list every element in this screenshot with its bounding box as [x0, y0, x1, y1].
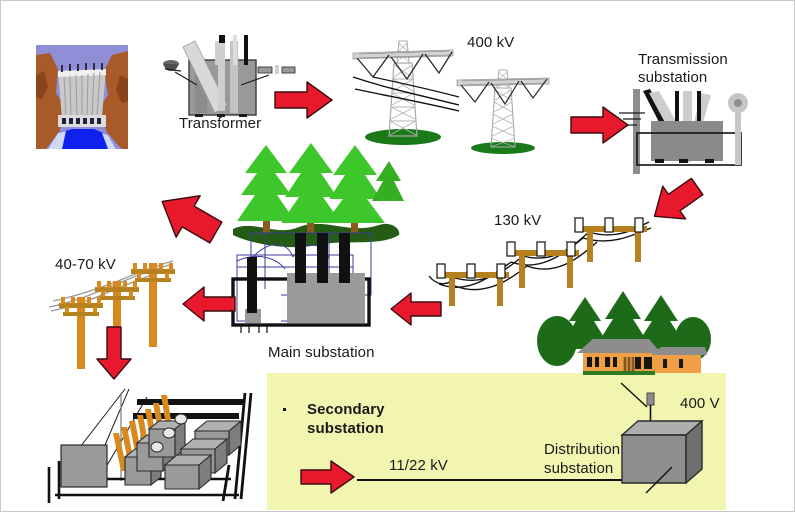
hydro-dam-image — [36, 45, 128, 149]
subtransmission-130kv-line — [425, 214, 675, 306]
transmission-tower-2 — [453, 64, 553, 154]
arrow-4070kv-down-to-secondary — [95, 325, 133, 381]
arrow-transmission-sub-to-130kv — [646, 176, 704, 228]
voltage-label-11-22kv: 11/22 kV — [389, 457, 448, 474]
voltage-label-40-70kv: 40-70 kV — [55, 256, 116, 273]
main-substation-label: Main substation — [268, 344, 375, 361]
voltage-label-400kv: 400 kV — [467, 34, 515, 51]
feeder-line-11-22kv — [357, 479, 650, 481]
distribution-substation-label-line1: Distribution — [544, 441, 621, 458]
arrow-transformer-to-towers — [273, 79, 335, 121]
distribution-substation-graphic — [616, 415, 716, 491]
arrow-towers-to-transmission-sub — [569, 104, 631, 146]
transmission-substation-label-line1: Transmission — [638, 51, 728, 68]
secondary-substation-label-line2: substation — [307, 420, 384, 437]
arrow-130kv-to-main-sub — [389, 290, 443, 328]
voltage-label-130kv: 130 kV — [494, 212, 542, 229]
transmission-substation-label-line2: substation — [638, 69, 708, 86]
main-substation-graphic — [229, 229, 389, 339]
service-drop-line — [620, 381, 671, 421]
connection-dot — [283, 408, 286, 411]
arrow-main-sub-to-4070kv — [181, 284, 237, 324]
transformer-label: Transformer — [179, 115, 262, 132]
transmission-tower-1 — [349, 33, 460, 145]
step-up-transformer-graphic — [161, 27, 296, 125]
secondary-substation-graphic — [33, 373, 273, 508]
distribution-substation-label-line2: substation — [544, 460, 614, 477]
secondary-substation-label-line1: Secondary — [307, 401, 385, 418]
forest-trees-graphic — [229, 143, 404, 251]
distribution-4070kv-poles — [48, 251, 184, 369]
transmission-substation-graphic — [619, 89, 759, 179]
voltage-label-400v: 400 V — [680, 395, 720, 412]
feeder-to-substation-leader — [642, 466, 678, 495]
arrow-secondary-to-feeder — [299, 459, 357, 495]
house-with-trees-graphic — [537, 291, 711, 381]
arrow-4070kv-up-to-forest — [154, 183, 224, 251]
